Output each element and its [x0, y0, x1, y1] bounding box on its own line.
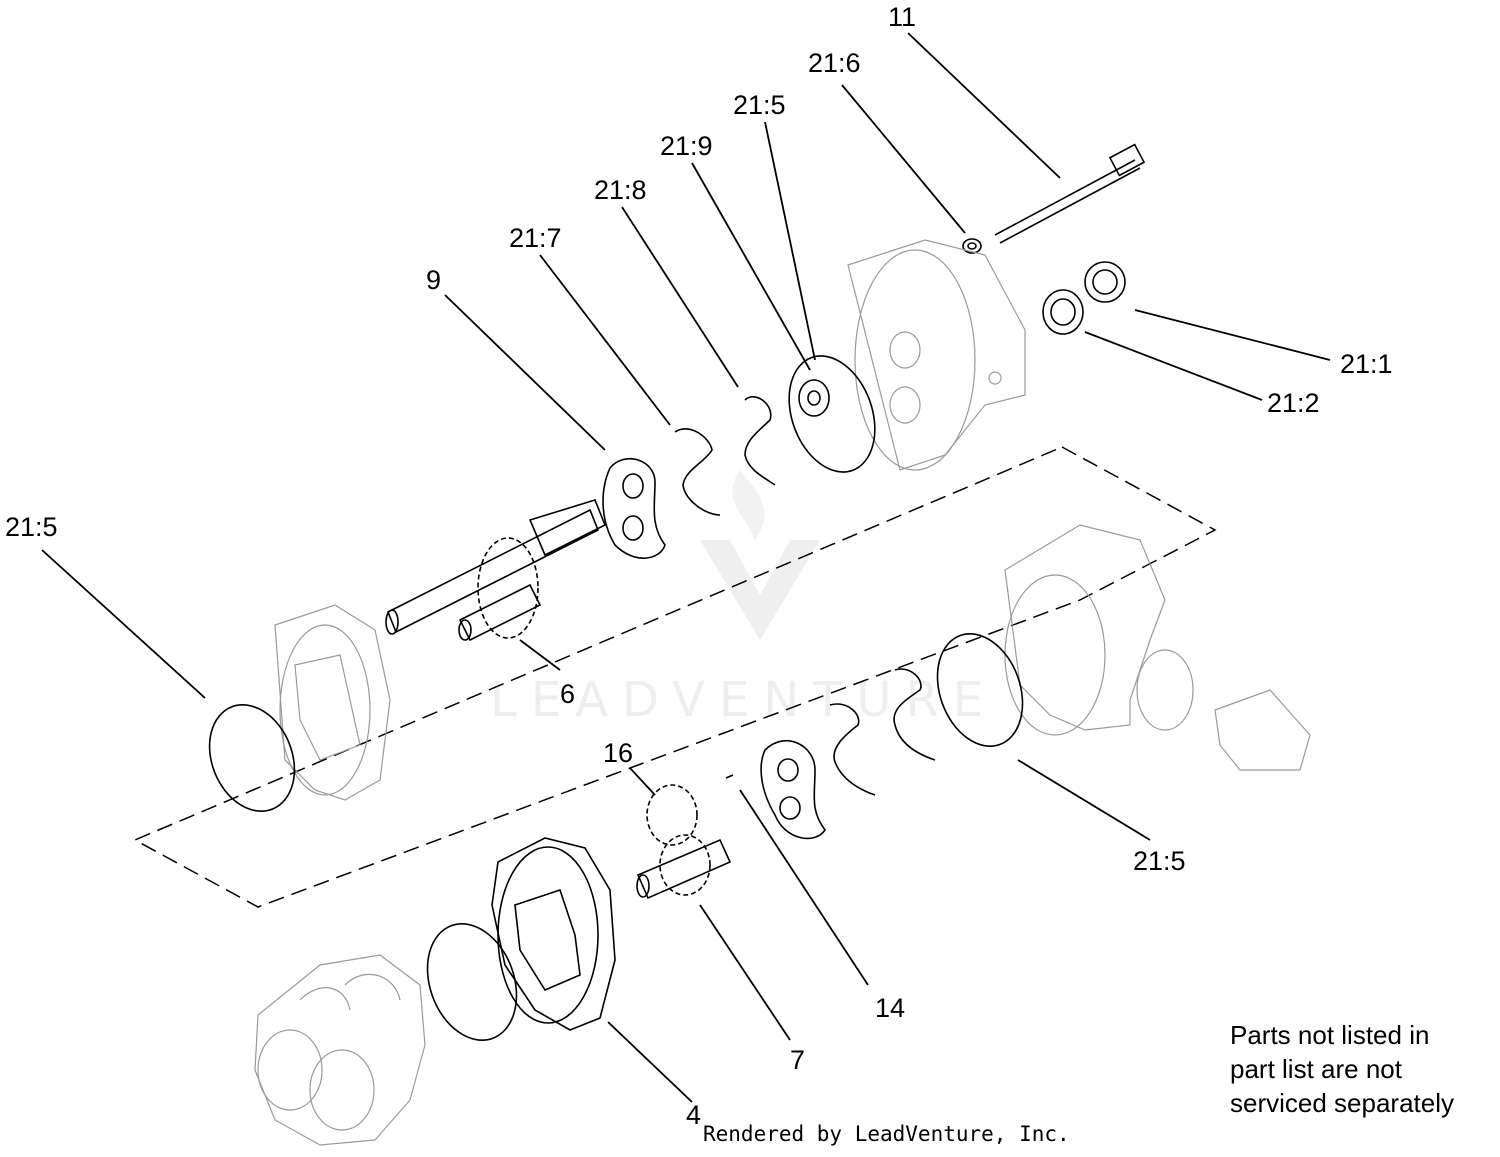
wear-plate-lower-part: [760, 739, 826, 840]
callout-9: 9: [426, 265, 441, 295]
parts-note-line-1: Parts not listed in: [1230, 1020, 1430, 1050]
callout-21-9: 21:9: [660, 131, 713, 161]
callout-14: 14: [875, 993, 905, 1023]
callout-21-2: 21:2: [1267, 388, 1320, 418]
housing-left-part: [274, 604, 391, 801]
o-ring-lower-part: [426, 923, 518, 1041]
thrust-plate-part: [788, 355, 876, 473]
bolt-part: [994, 143, 1146, 244]
callout-21-8: 21:8: [594, 175, 647, 205]
housing-right-part: [1004, 524, 1311, 771]
parts-note-line-3: serviced separately: [1230, 1088, 1454, 1118]
watermark: LEADVENTURE: [490, 470, 997, 728]
parts-note-line-2: part list are not: [1230, 1054, 1402, 1084]
seal-lower-2-part: [829, 703, 876, 796]
callout-11: 11: [888, 2, 916, 32]
seal-21-7-part: [674, 428, 721, 516]
seal-rings: [1042, 261, 1126, 335]
callout-4: 4: [686, 1100, 701, 1130]
seal-lower-1-part: [893, 668, 936, 761]
callout-6: 6: [560, 679, 575, 709]
parts-note: Parts not listed in part list are not se…: [1230, 1018, 1498, 1120]
callout-21-7: 21:7: [509, 223, 562, 253]
callout-21-5-left: 21:5: [5, 512, 58, 542]
callout-7: 7: [790, 1045, 805, 1075]
watermark-text: LEADVENTURE: [490, 672, 997, 728]
rear-cover-part: [847, 239, 1026, 471]
callout-21-5-top: 21:5: [733, 90, 786, 120]
render-credit: Rendered by LeadVenture, Inc.: [703, 1122, 1070, 1146]
idler-gear-part: [636, 784, 732, 900]
pin-part: [725, 774, 734, 779]
callout-16: 16: [603, 738, 633, 768]
callout-21-6: 21:6: [808, 48, 861, 78]
housing-4-part: [491, 837, 616, 1031]
callout-21-1: 21:1: [1340, 349, 1393, 379]
washer-part: [962, 238, 982, 254]
callout-labels: 11 21:6 21:5 21:9 21:8 21:7 9 21:1 21:2 …: [5, 2, 1393, 1130]
wear-plate-part: [602, 457, 666, 559]
gear-housing-part: [254, 954, 426, 1146]
o-ring-right-part: [936, 633, 1024, 747]
leader-lines: [41, 32, 1331, 1103]
drive-shaft-gear-part: [385, 499, 607, 642]
o-ring-left-part: [208, 704, 296, 812]
assembly-outline: [133, 446, 1217, 908]
seal-21-8-part: [744, 396, 776, 486]
callout-21-5-right: 21:5: [1133, 846, 1186, 876]
